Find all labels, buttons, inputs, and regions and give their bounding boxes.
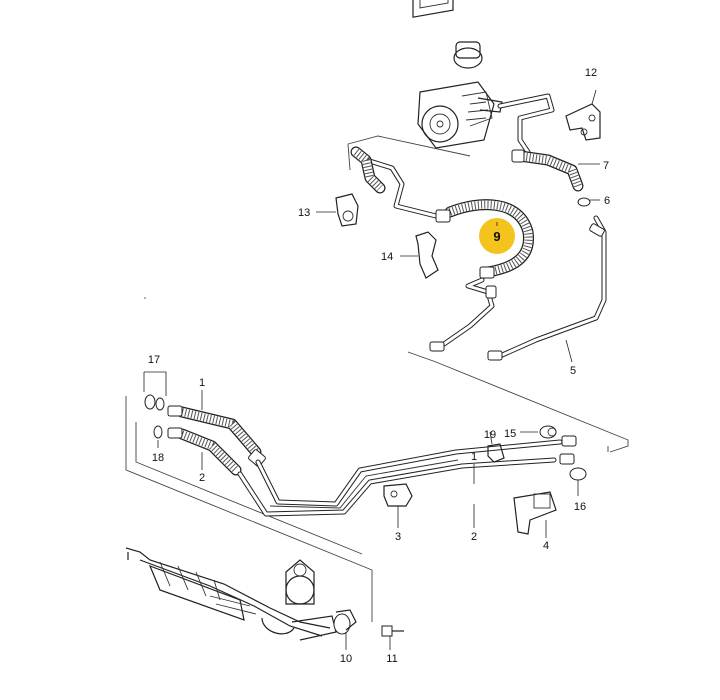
- pressure-pipe-top: [497, 93, 555, 155]
- union-fitting-15: [520, 425, 557, 439]
- callout-label-6: 6: [604, 195, 610, 207]
- feed-lines-1-2: [167, 405, 577, 517]
- callout-label-13: 13: [298, 207, 310, 219]
- callout-label-1-left: 1: [199, 377, 205, 389]
- callout-label-5: 5: [570, 365, 576, 377]
- bracket-12: [565, 89, 601, 141]
- callout-label-16: 16: [574, 501, 586, 513]
- seal-ring-18: [153, 425, 163, 448]
- assembly-outline-lower: [125, 396, 373, 622]
- steering-rack: [125, 547, 351, 641]
- callout-label-12: 12: [585, 67, 597, 79]
- bracket-14: [400, 231, 439, 279]
- power-steering-pump: [412, 0, 503, 149]
- callout-label-14: 14: [381, 251, 393, 263]
- callout-label-4: 4: [543, 540, 549, 552]
- bolt-11: [381, 625, 404, 650]
- callout-label-19: 19: [484, 429, 496, 441]
- return-hose-7: [511, 149, 600, 192]
- union-fitting-16: [569, 467, 587, 496]
- callout-label-18: 18: [152, 452, 164, 464]
- highlight-circle: [479, 218, 515, 254]
- pressure-line-9: [350, 146, 534, 352]
- callout-label-7: 7: [603, 160, 609, 172]
- stray-mark: [144, 297, 146, 299]
- callout-label-1-right: 1: [471, 451, 477, 463]
- callout-label-17: 17: [148, 354, 160, 366]
- seal-ring-17: [143, 371, 167, 411]
- callout-label-11: 11: [386, 653, 397, 665]
- callout-label-9: 9: [493, 229, 500, 244]
- callout-label-2-left: 2: [199, 472, 205, 484]
- mount-13: [316, 193, 359, 227]
- clamp-19: [487, 431, 505, 463]
- highlight-callout-9[interactable]: 9: [479, 218, 515, 254]
- callout-label-2-right: 2: [471, 531, 477, 543]
- hose-clamp-6: [577, 197, 600, 207]
- callout-label-3: 3: [395, 531, 401, 543]
- return-pipe-5: [487, 215, 607, 363]
- bracket-4: [513, 491, 557, 538]
- callout-label-15: 15: [504, 428, 516, 440]
- callout-label-10: 10: [340, 653, 352, 665]
- clip-10: [335, 609, 357, 650]
- bracket-3: [383, 483, 413, 528]
- assembly-outline-upper: [347, 135, 629, 453]
